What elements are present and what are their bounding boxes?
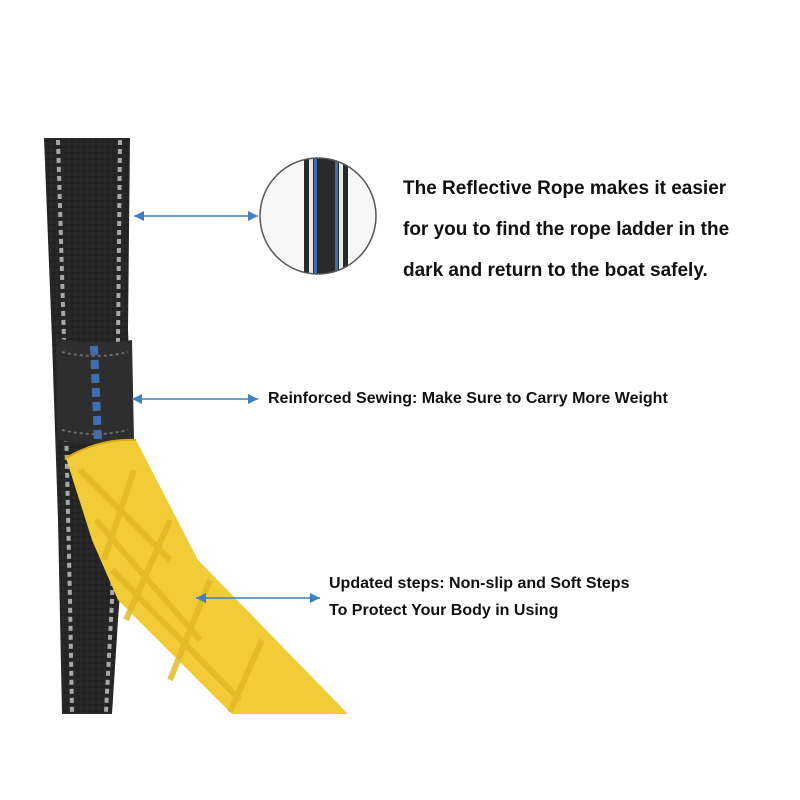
reflective-rope-closeup-lens (259, 157, 377, 275)
caption-line: for you to find the rope ladder in the (403, 219, 730, 240)
updated-steps-caption: Updated steps: Non-slip and Soft Steps T… (329, 570, 629, 624)
arrow-sewing (132, 394, 258, 404)
caption-line: Updated steps: Non-slip and Soft Steps (329, 575, 630, 592)
caption-line: To Protect Your Body in Using (329, 602, 559, 619)
reinforced-sewing-caption: Reinforced Sewing: Make Sure to Carry Mo… (268, 386, 668, 412)
caption-line: Reinforced Sewing: Make Sure to Carry Mo… (268, 390, 668, 407)
arrow-reflective (134, 211, 258, 221)
arrow-steps (196, 593, 320, 603)
yellow-step (65, 438, 348, 714)
reflective-rope-caption: The Reflective Rope makes it easier for … (403, 168, 729, 291)
caption-line: dark and return to the boat safely. (403, 260, 708, 281)
reinforced-sewing-patch (56, 338, 134, 444)
caption-line: The Reflective Rope makes it easier (403, 178, 727, 199)
